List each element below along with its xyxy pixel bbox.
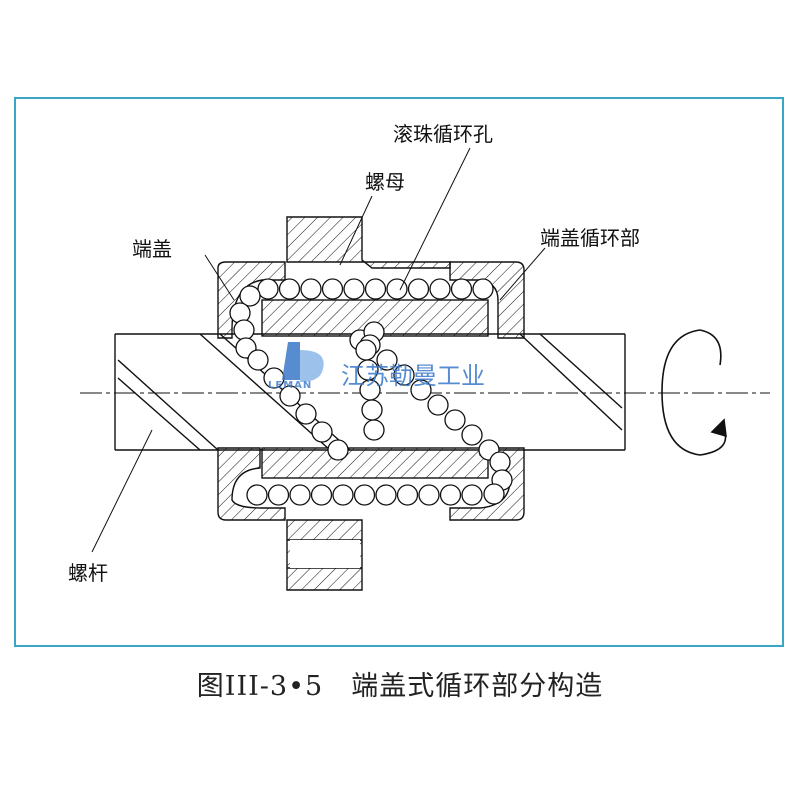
diagram-frame: [14, 97, 784, 647]
ball: [247, 349, 269, 371]
watermark-company: 江苏勒曼工业: [341, 362, 485, 390]
ball: [407, 278, 430, 300]
ball: [439, 484, 462, 506]
ball: [375, 484, 397, 506]
ball: [364, 278, 387, 300]
ball: [472, 278, 494, 300]
ball: [410, 379, 432, 401]
ball: [483, 483, 505, 505]
label-ball-return-hole: 滚珠循环孔: [393, 122, 493, 146]
end-cap-left-top: [217, 261, 286, 339]
ball: [278, 278, 301, 300]
ball: [396, 484, 419, 506]
ball: [239, 285, 261, 307]
ball: [418, 484, 440, 506]
ball: [489, 451, 511, 473]
watermark-logo-text: LEMAN: [268, 380, 313, 391]
ball: [361, 399, 383, 421]
figure-caption: 图III-3•5 端盖式循环部分构造: [196, 671, 604, 702]
label-nut: 螺母: [365, 170, 405, 194]
watermark-logo-icon: [282, 342, 324, 382]
ball: [233, 319, 255, 341]
ball: [327, 439, 349, 461]
label-end-cap: 端盖: [132, 237, 172, 261]
label-end-cap-return: 端盖循环部: [540, 226, 640, 250]
ball: [300, 278, 322, 300]
ball: [257, 278, 279, 300]
ball: [279, 385, 301, 407]
end-cap-left-bottom: [217, 447, 286, 521]
ball: [246, 484, 268, 506]
ball: [393, 364, 415, 386]
ball: [444, 409, 466, 431]
ball: [295, 403, 317, 425]
ball: [461, 484, 483, 506]
ball: [332, 484, 354, 506]
ball: [343, 278, 365, 300]
ball: [386, 278, 408, 300]
ball: [427, 394, 449, 416]
ball: [429, 278, 451, 300]
ball: [450, 278, 473, 300]
ball: [267, 484, 290, 506]
ball: [363, 419, 385, 441]
ball: [376, 349, 398, 371]
ball: [353, 484, 376, 506]
rotation-arrow-icon: [661, 329, 727, 456]
ball: [311, 421, 333, 443]
ball: [310, 484, 333, 506]
ball-chain: [229, 278, 513, 506]
ball: [289, 484, 311, 506]
ball: [321, 278, 344, 300]
label-screw: 螺杆: [68, 561, 108, 585]
ball: [461, 424, 483, 446]
leader-lines: [91, 147, 546, 553]
